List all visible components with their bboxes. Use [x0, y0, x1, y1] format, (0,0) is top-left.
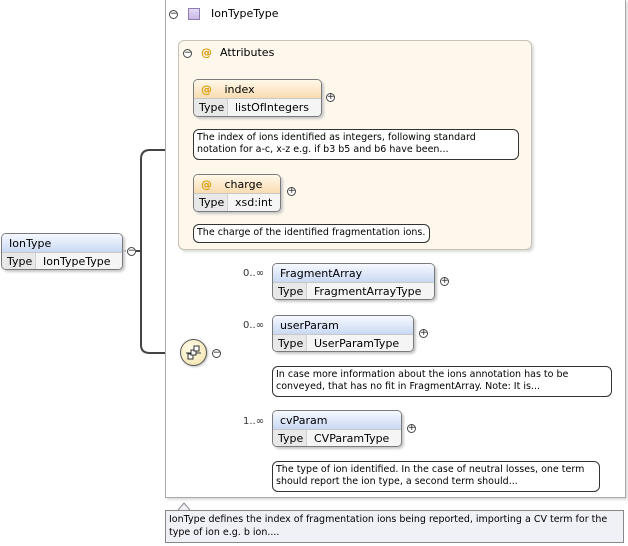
attribute-name: index [224, 83, 255, 96]
sequence-collapse-toggle[interactable]: − [212, 348, 221, 358]
attribute-name: charge [224, 178, 263, 191]
attributes-collapse-toggle[interactable]: − [183, 48, 192, 58]
element-name: cvParam [273, 411, 401, 430]
charge-expand-toggle[interactable]: + [287, 186, 296, 196]
attribute-node-index[interactable]: @ index Type listOfIntegers [193, 79, 322, 117]
index-doc-note: The index of ions identified as integers… [193, 129, 519, 160]
charge-doc-note: The charge of the identified fragmentati… [193, 224, 430, 243]
frame-collapse-toggle[interactable]: − [169, 9, 178, 19]
cardinality-label: 0..∞ [243, 268, 265, 279]
attribute-marker-icon: @ [201, 46, 212, 59]
element-name: FragmentArray [273, 264, 434, 283]
root-doc-note: IonType defines the index of fragmentati… [165, 510, 624, 543]
cvparam-doc-text: The type of ion identified. In the case … [276, 464, 585, 487]
cardinality-label: 1..∞ [243, 416, 265, 427]
root-type-row: Type IonTypeType [2, 253, 122, 269]
root-element-node[interactable]: IonType Type IonTypeType [1, 233, 123, 270]
type-value: CVParamType [307, 430, 401, 446]
sequence-compositor-icon[interactable] [180, 339, 207, 366]
attribute-type-row: Type xsd:int [194, 194, 280, 211]
attributes-title: Attributes [220, 46, 275, 59]
type-value: UserParamType [307, 335, 413, 351]
userparam-doc-note: In case more information about the ions … [272, 366, 612, 397]
sequence-symbol [186, 345, 201, 360]
userparam-doc-text: In case more information about the ions … [276, 369, 569, 392]
element-name: userParam [273, 316, 413, 335]
userparam-expand-toggle[interactable]: + [419, 328, 428, 338]
element-type-row: Type CVParamType [273, 430, 401, 446]
index-doc-text: The index of ions identified as integers… [197, 132, 476, 155]
element-node-cvparam[interactable]: cvParam Type CVParamType [272, 410, 402, 447]
type-key: Type [273, 430, 307, 446]
type-key: Type [194, 99, 228, 116]
root-collapse-toggle[interactable]: − [127, 246, 136, 256]
cardinality-label: 0..∞ [243, 320, 265, 331]
type-value: listOfIntegers [228, 99, 321, 116]
attribute-marker-icon: @ [201, 83, 212, 96]
type-value: IonTypeType [36, 253, 122, 269]
index-expand-toggle[interactable]: + [326, 92, 335, 102]
element-node-userparam[interactable]: userParam Type UserParamType [272, 315, 414, 352]
root-element-header: IonType [2, 234, 122, 253]
charge-doc-text: The charge of the identified fragmentati… [197, 227, 426, 238]
element-type-row: Type UserParamType [273, 335, 413, 351]
element-node-fragmentarray[interactable]: FragmentArray Type FragmentArrayType [272, 263, 435, 300]
attribute-type-row: Type listOfIntegers [194, 99, 321, 116]
type-key: Type [2, 253, 36, 269]
cvparam-expand-toggle[interactable]: + [407, 423, 416, 433]
type-key: Type [273, 335, 307, 351]
attribute-node-header: @ index [194, 80, 321, 99]
complex-type-icon [188, 8, 200, 20]
fragmentarray-expand-toggle[interactable]: + [440, 276, 449, 286]
element-type-row: Type FragmentArrayType [273, 283, 434, 299]
frame-title: IonTypeType [211, 7, 279, 20]
type-key: Type [194, 194, 228, 211]
attribute-marker-icon: @ [201, 178, 212, 191]
root-doc-text: IonType defines the index of fragmentati… [169, 514, 608, 538]
cvparam-doc-note: The type of ion identified. In the case … [272, 461, 600, 492]
type-key: Type [273, 283, 307, 299]
attribute-node-charge[interactable]: @ charge Type xsd:int [193, 174, 281, 212]
type-value: FragmentArrayType [307, 283, 434, 299]
attribute-node-header: @ charge [194, 175, 280, 194]
type-value: xsd:int [228, 194, 280, 211]
